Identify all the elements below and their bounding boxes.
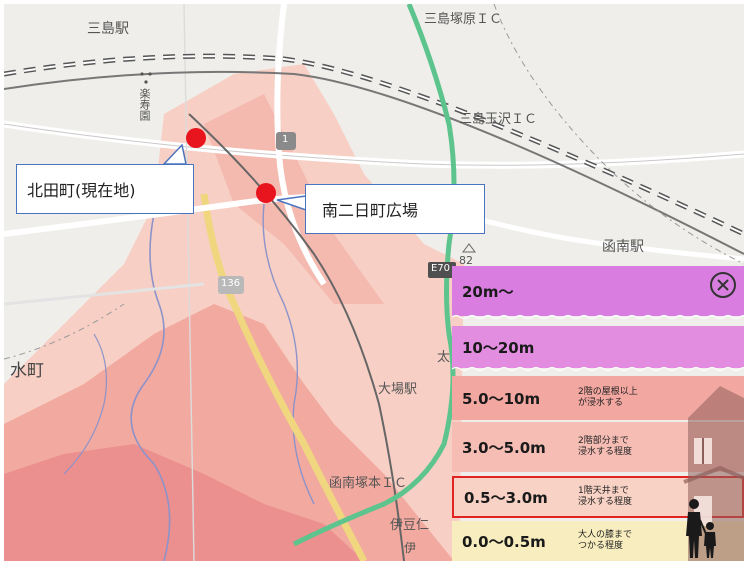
legend-description: 2階部分まで 浸水する程度 — [578, 436, 633, 457]
inundation-area-deep — [4, 444, 364, 561]
callout-current-location: 北田町(現在地) — [16, 164, 194, 214]
label-kannami-tsukamoto-ic: 函南塚本ＩＣ — [329, 476, 408, 491]
river-3 — [63, 333, 108, 475]
label-i-fragment: 伊 — [404, 541, 417, 555]
boundary-line — [493, 4, 744, 265]
legend-range: 0.5～3.0m — [464, 488, 548, 507]
legend-range: 20m～ — [462, 282, 514, 301]
callout-current-location-text: 北田町(現在地) — [27, 181, 136, 200]
label-mishima-tsukahara-ic: 三島塚原ＩＣ — [424, 12, 503, 27]
legend-range: 5.0～10m — [462, 389, 541, 408]
road-shield-136 — [218, 276, 244, 294]
current-location-marker — [186, 128, 206, 148]
road-1-edge — [4, 123, 744, 166]
road-136 — [200, 193, 368, 561]
label-rakujuen: 楽寿園 — [138, 88, 151, 121]
legend-range: 10～20m — [462, 338, 535, 357]
label-ota: 太 — [437, 350, 451, 365]
legend-description: 1階天井まで 浸水する程度 — [578, 486, 633, 507]
road-3 — [274, 4, 327, 286]
railway-tokaido-core — [4, 55, 744, 235]
label-izunitta: 伊豆仁 — [390, 518, 430, 533]
legend-row-10-20m: 10～20m — [452, 326, 744, 368]
legend-wave-divider-1 — [452, 314, 744, 320]
legend-wave-divider-2 — [452, 366, 744, 372]
river-1 — [130, 213, 171, 561]
road-shield-1 — [276, 132, 296, 150]
callout-plaza-text: 南二日町広場 — [322, 201, 419, 220]
park-marker — [140, 72, 144, 76]
close-icon — [717, 279, 729, 291]
road-5 — [183, 4, 195, 561]
river-2 — [262, 203, 315, 505]
label-mishima-tamasawa-ic: 三島玉沢ＩＣ — [459, 112, 538, 127]
boundary-line-2 — [4, 303, 125, 360]
people-illustration-icon — [686, 499, 716, 558]
legend-range: 0.0～0.5m — [462, 532, 546, 551]
triangulation-marker — [462, 243, 476, 253]
road-shield-136-label: 136 — [221, 278, 241, 289]
label-elevation: 82 — [459, 254, 473, 267]
railway-shinkansen — [4, 70, 744, 255]
close-legend-button[interactable] — [710, 272, 736, 298]
legend-row-20m-plus: 20m～ — [452, 266, 744, 316]
legend-description: 2階の屋根以上 が浸水する — [578, 387, 638, 408]
road-6 — [4, 282, 205, 306]
park-marker-2 — [148, 72, 152, 76]
label-mizu-machi: 水町 — [10, 361, 44, 381]
road-shield-1-label: 1 — [282, 134, 289, 145]
legend-range: 3.0～5.0m — [462, 438, 546, 457]
flood-hazard-map[interactable]: 三島駅 三島塚原ＩＣ 三島玉沢ＩＣ 函南駅 大場駅 函南塚本ＩＣ 伊豆仁 伊 水… — [4, 4, 744, 561]
legend-row-5-10m: 5.0～10m 2階の屋根以上 が浸水する — [452, 376, 744, 420]
inundation-depth-legend: 20m～ 10～20m 5.0～10m 2階の屋根以上 が浸水する 3.0～5.… — [452, 266, 744, 561]
label-mishima-station: 三島駅 — [87, 21, 129, 37]
label-omba-station: 大場駅 — [378, 382, 418, 397]
map-canvas[interactable] — [4, 4, 744, 561]
label-kannami-station: 函南駅 — [602, 239, 644, 255]
park-marker-3 — [144, 80, 148, 84]
road-shield-e70-label: E70 — [431, 263, 451, 274]
legend-description: 大人の膝まで つかる程度 — [578, 530, 633, 551]
road-shield-e70 — [428, 262, 456, 278]
callout-plaza: 南二日町広場 — [305, 184, 485, 234]
expressway-e70 — [292, 4, 457, 547]
plaza-marker — [256, 183, 276, 203]
railway-izuhakone — [188, 113, 405, 561]
